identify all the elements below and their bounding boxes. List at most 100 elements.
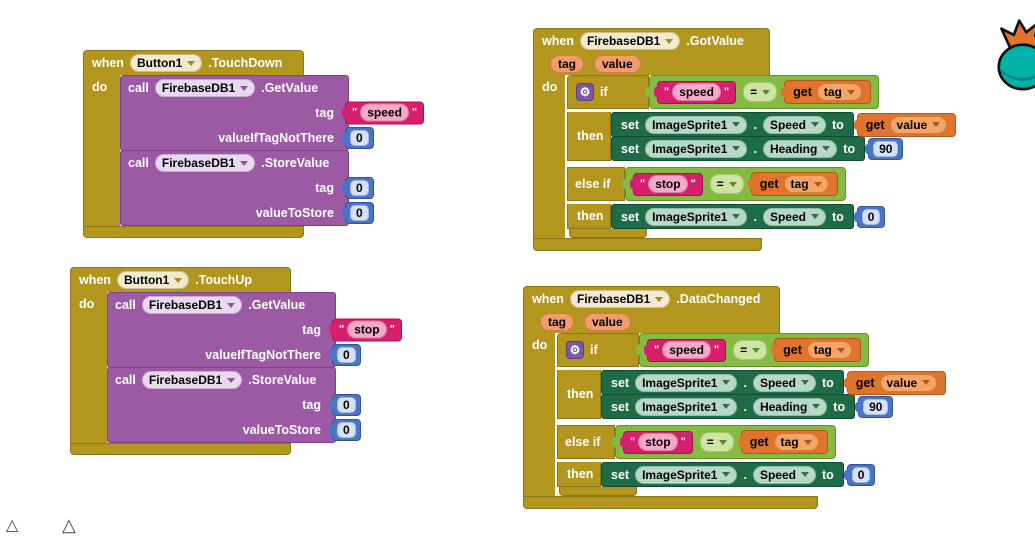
equals-sign: = [750, 85, 758, 99]
component-dropdown[interactable]: FirebaseDB1 [579, 32, 681, 50]
number-value-block[interactable]: 0 [332, 393, 361, 416]
text-string-field[interactable]: speed [672, 83, 721, 101]
number-field[interactable]: 0 [337, 346, 356, 363]
text-string-field[interactable]: speed [662, 341, 711, 359]
mutator-gear-icon[interactable]: ⚙ [566, 341, 584, 359]
property-dropdown[interactable]: Speed [762, 207, 826, 226]
set-property-block[interactable]: set ImageSprite1 . Heading to [611, 136, 866, 161]
call-getvalue-block[interactable]: call FirebaseDB1 .GetValue tag "stop" va… [107, 292, 402, 368]
component-dropdown[interactable]: Button1 [129, 54, 203, 72]
event-param-value[interactable]: value [594, 55, 641, 73]
variable-dropdown[interactable]: tag [806, 341, 852, 359]
event-param-tag[interactable]: tag [550, 55, 584, 73]
number-field[interactable]: 90 [863, 399, 889, 415]
property-dropdown[interactable]: Speed [752, 373, 816, 392]
component-dropdown[interactable]: ImageSprite1 [635, 465, 738, 484]
number-value-block[interactable]: 0 [856, 205, 886, 228]
set-property-block[interactable]: set ImageSprite1 . Speed to [601, 370, 844, 395]
number-value-block[interactable]: 0 [345, 201, 374, 224]
chevron-down-icon [174, 277, 183, 283]
set-property-block[interactable]: set ImageSprite1 . Heading to [601, 394, 856, 419]
component-dropdown[interactable]: ImageSprite1 [635, 373, 738, 392]
collapsed-block-icon[interactable]: △ [6, 517, 19, 534]
component-dropdown[interactable]: ImageSprite1 [645, 115, 748, 134]
collapsed-block-icon[interactable]: △ [62, 515, 76, 535]
mutator-gear-icon[interactable]: ⚙ [576, 83, 594, 101]
property-dropdown[interactable]: Speed [752, 465, 816, 484]
property-dropdown[interactable]: Heading [752, 397, 828, 416]
event-block-firebasedb1-gotvalue[interactable]: when FirebaseDB1 .GotValue tag value do … [533, 28, 957, 251]
text-value-block[interactable]: "stop" [623, 430, 693, 454]
number-field[interactable]: 0 [350, 179, 369, 196]
number-value-block[interactable]: 0 [332, 343, 361, 366]
number-value-block[interactable]: 0 [846, 463, 876, 486]
variable-dropdown[interactable]: tag [783, 175, 829, 193]
number-field[interactable]: 0 [851, 466, 871, 483]
component-dropdown[interactable]: FirebaseDB1 [141, 371, 243, 389]
event-block-button1-touchdown[interactable]: when Button1 .TouchDown do call Firebase… [83, 50, 425, 238]
call-getvalue-block[interactable]: call FirebaseDB1 .GetValue tag "speed" v… [120, 75, 425, 151]
component-dropdown[interactable]: FirebaseDB1 [569, 290, 671, 308]
number-field[interactable]: 0 [861, 208, 881, 225]
text-string-field[interactable]: stop [648, 175, 688, 193]
number-value-block[interactable]: 0 [345, 176, 374, 199]
comparison-operator-dropdown[interactable]: = [699, 432, 734, 452]
comparison-operator-dropdown[interactable]: = [743, 82, 778, 102]
text-value-block[interactable]: "speed" [345, 101, 425, 124]
text-value-block[interactable]: "stop" [633, 172, 703, 196]
property-dropdown[interactable]: Speed [762, 115, 826, 134]
number-value-block[interactable]: 0 [345, 126, 374, 149]
component-dropdown[interactable]: ImageSprite1 [645, 207, 748, 226]
number-field[interactable]: 0 [350, 204, 369, 221]
call-storevalue-block[interactable]: call FirebaseDB1 .StoreValue tag 0 value… [107, 367, 361, 443]
number-field[interactable]: 0 [337, 396, 356, 413]
component-dropdown[interactable]: FirebaseDB1 [154, 79, 256, 97]
text-string-field[interactable]: stop [638, 433, 678, 451]
variable-dropdown[interactable]: value [889, 115, 948, 134]
text-string-field[interactable]: stop [347, 320, 387, 339]
component-dropdown[interactable]: Button1 [116, 271, 190, 289]
text-string-field[interactable]: speed [360, 103, 409, 122]
comparison-operator-dropdown[interactable]: = [733, 340, 768, 360]
event-param-value[interactable]: value [584, 313, 631, 331]
component-dropdown[interactable]: FirebaseDB1 [141, 296, 243, 314]
component-dropdown[interactable]: ImageSprite1 [635, 397, 738, 416]
variable-dropdown[interactable]: tag [773, 433, 819, 451]
quote-mark: " [664, 85, 670, 98]
set-property-block[interactable]: set ImageSprite1 . Speed to [611, 112, 854, 137]
number-field[interactable]: 0 [337, 421, 356, 438]
text-value-block[interactable]: "speed" [657, 80, 737, 104]
comparison-operator-dropdown[interactable]: = [709, 174, 744, 194]
number-value-block[interactable]: 0 [332, 418, 361, 441]
set-property-block[interactable]: set ImageSprite1 . Speed to [611, 204, 854, 229]
number-field[interactable]: 0 [350, 129, 369, 146]
number-value-block[interactable]: 90 [858, 396, 894, 418]
property-dropdown[interactable]: Heading [762, 139, 838, 158]
call-storevalue-block[interactable]: call FirebaseDB1 .StoreValue tag 0 value… [120, 150, 374, 226]
number-field[interactable]: 90 [873, 141, 899, 157]
number-value-block[interactable]: 90 [868, 138, 904, 160]
set-property-block[interactable]: set ImageSprite1 . Speed to [601, 462, 844, 487]
text-value-block[interactable]: "speed" [647, 338, 727, 362]
variable-dropdown[interactable]: tag [816, 83, 862, 101]
component-dropdown[interactable]: FirebaseDB1 [154, 154, 256, 172]
variable-dropdown[interactable]: value [879, 373, 938, 392]
event-block-firebasedb1-datachanged[interactable]: when FirebaseDB1 .DataChanged tag value … [523, 286, 947, 509]
text-value-block[interactable]: "stop" [332, 318, 402, 341]
event-param-tag[interactable]: tag [540, 313, 574, 331]
chevron-down-icon [655, 296, 664, 302]
event-block-button1-touchup[interactable]: when Button1 .TouchUp do call FirebaseDB… [70, 267, 402, 455]
component-dropdown[interactable]: ImageSprite1 [645, 139, 748, 158]
